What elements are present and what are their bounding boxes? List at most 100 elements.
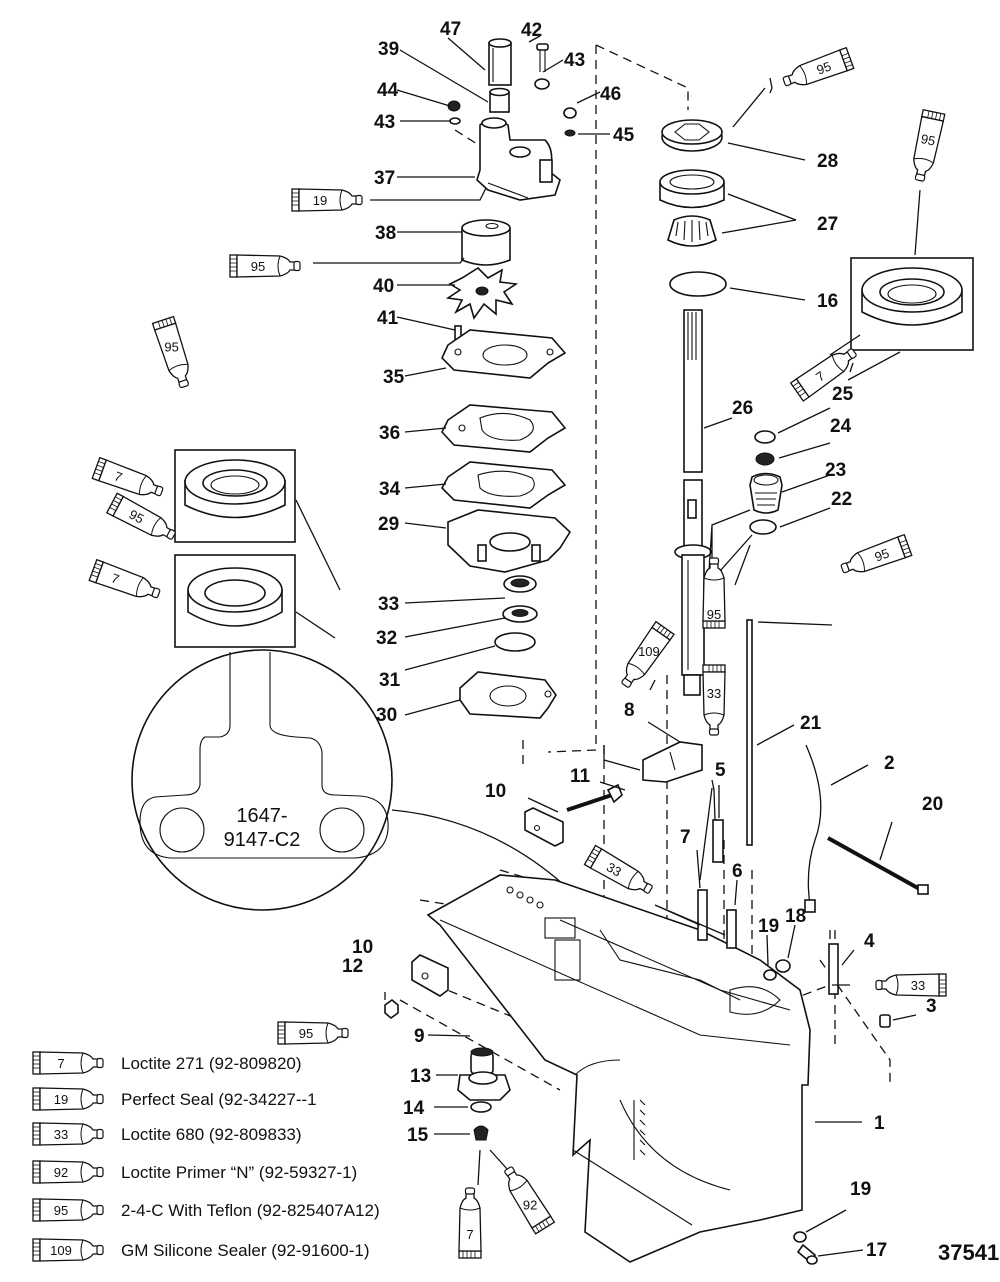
part-19-washer-upper [763, 969, 777, 981]
svg-text:95: 95 [872, 546, 891, 565]
svg-text:33: 33 [604, 859, 624, 879]
callout-30: 30 [376, 705, 397, 726]
inset-marking-line-1: 1647- [236, 805, 287, 827]
callout-34: 34 [379, 479, 401, 500]
tube-95-9: 95 [277, 1021, 349, 1045]
callout-27: 27 [817, 214, 838, 235]
tube-33-4: 33 [875, 973, 947, 997]
callout-numbers: 47 42 39 43 44 43 46 45 37 38 40 41 35 3… [342, 19, 943, 1261]
callout-42: 42 [521, 20, 542, 41]
part-29-pump-base [447, 509, 572, 573]
svg-text:GM Silicone Sealer (92-91600-1: GM Silicone Sealer (92-91600-1) [121, 1241, 370, 1260]
tube-95-top-right: 95 [779, 47, 855, 93]
callout-24: 24 [830, 416, 852, 437]
callout-19-lower: 19 [850, 1179, 871, 1200]
callout-5: 5 [715, 760, 726, 781]
callout-18: 18 [785, 906, 806, 927]
svg-text:95: 95 [814, 59, 833, 78]
leader-lines [295, 35, 921, 1257]
callout-36: 36 [379, 423, 400, 444]
callout-43-right: 43 [564, 50, 585, 71]
callout-12: 12 [342, 956, 363, 977]
callout-41: 41 [377, 308, 399, 329]
part-32-seal [502, 605, 538, 623]
part-28-shim-cup [661, 119, 723, 152]
callout-37: 37 [374, 168, 395, 189]
svg-text:7: 7 [57, 1056, 64, 1071]
callout-40: 40 [373, 276, 394, 297]
figure-number: 37541 [938, 1240, 999, 1265]
tube-95-21: 95 [837, 534, 913, 580]
part-20-tie-head [917, 884, 929, 895]
svg-text:Perfect Seal (92-34227--1: Perfect Seal (92-34227--1 [121, 1090, 317, 1109]
part-37-pump-housing [476, 117, 561, 201]
callout-38: 38 [375, 223, 396, 244]
callout-2: 2 [884, 753, 895, 774]
part-40-impeller [445, 266, 519, 320]
svg-text:95: 95 [299, 1026, 313, 1041]
part-33-seal [503, 575, 537, 593]
callout-23: 23 [825, 460, 846, 481]
part-7-stud [697, 889, 708, 941]
callout-10-lower: 10 [352, 937, 373, 958]
tube-95-23: 95 [702, 557, 726, 629]
part-38-impeller-cup [461, 219, 511, 266]
part-19-washer-lower [793, 1231, 807, 1243]
tube-7-15: 7 [458, 1187, 482, 1259]
svg-text:Loctite Primer “N” (92-59327-1: Loctite Primer “N” (92-59327-1) [121, 1163, 357, 1182]
tube-95-left-top: 95 [151, 315, 196, 391]
part-26-driveshaft [674, 309, 712, 696]
callout-29: 29 [378, 514, 399, 535]
callout-26: 26 [732, 398, 753, 419]
part-27-bearing [659, 169, 725, 247]
svg-text:95: 95 [919, 131, 936, 149]
part-18-plug [775, 959, 791, 973]
callout-44: 44 [377, 80, 399, 101]
part-42-screw [536, 43, 549, 72]
svg-text:95: 95 [127, 507, 147, 527]
part-34-gasket [441, 461, 567, 509]
small-parts [384, 619, 929, 1265]
svg-text:95: 95 [251, 259, 265, 274]
part-5-stud [712, 819, 724, 863]
tube-7-left-32: 7 [88, 559, 164, 605]
svg-text:19: 19 [313, 193, 327, 208]
tube-109: 109 [615, 621, 675, 693]
callout-7: 7 [680, 827, 691, 848]
callout-21: 21 [800, 713, 822, 734]
part-45-washer [564, 129, 576, 137]
part-11-bolt [566, 783, 623, 812]
callout-1: 1 [874, 1113, 885, 1134]
callout-43-left: 43 [374, 112, 395, 133]
part-9-bearing [470, 1047, 494, 1075]
callout-32: 32 [376, 628, 397, 649]
svg-text:109: 109 [638, 644, 660, 659]
svg-text:7: 7 [109, 570, 121, 587]
tube-33-7: 33 [583, 844, 657, 901]
tube-33-5: 33 [702, 664, 726, 736]
callout-46: 46 [600, 84, 621, 105]
magnified-detail-circle: 1647- 9147-C2 [131, 649, 581, 911]
callout-8: 8 [624, 700, 635, 721]
part-20-cable-tie [827, 836, 926, 894]
part-10-anode-upper [524, 807, 564, 847]
part-16-shim [669, 271, 727, 297]
part-25-washer [754, 430, 776, 444]
callout-22: 22 [831, 489, 852, 510]
part-21-shift-rod [746, 619, 753, 846]
part-10-anode-lower [411, 954, 449, 997]
callout-16: 16 [817, 291, 838, 312]
sealant-tubes: 95 95 7 19 95 95 7 95 7 95 95 109 33 33 … [88, 47, 947, 1259]
part-36-plate [441, 404, 567, 453]
part-18-fitting [804, 899, 816, 913]
part-47-sleeve [488, 38, 512, 86]
tube-95-38: 95 [229, 254, 301, 278]
callout-6: 6 [732, 861, 743, 882]
callout-19-upper: 19 [758, 916, 779, 937]
